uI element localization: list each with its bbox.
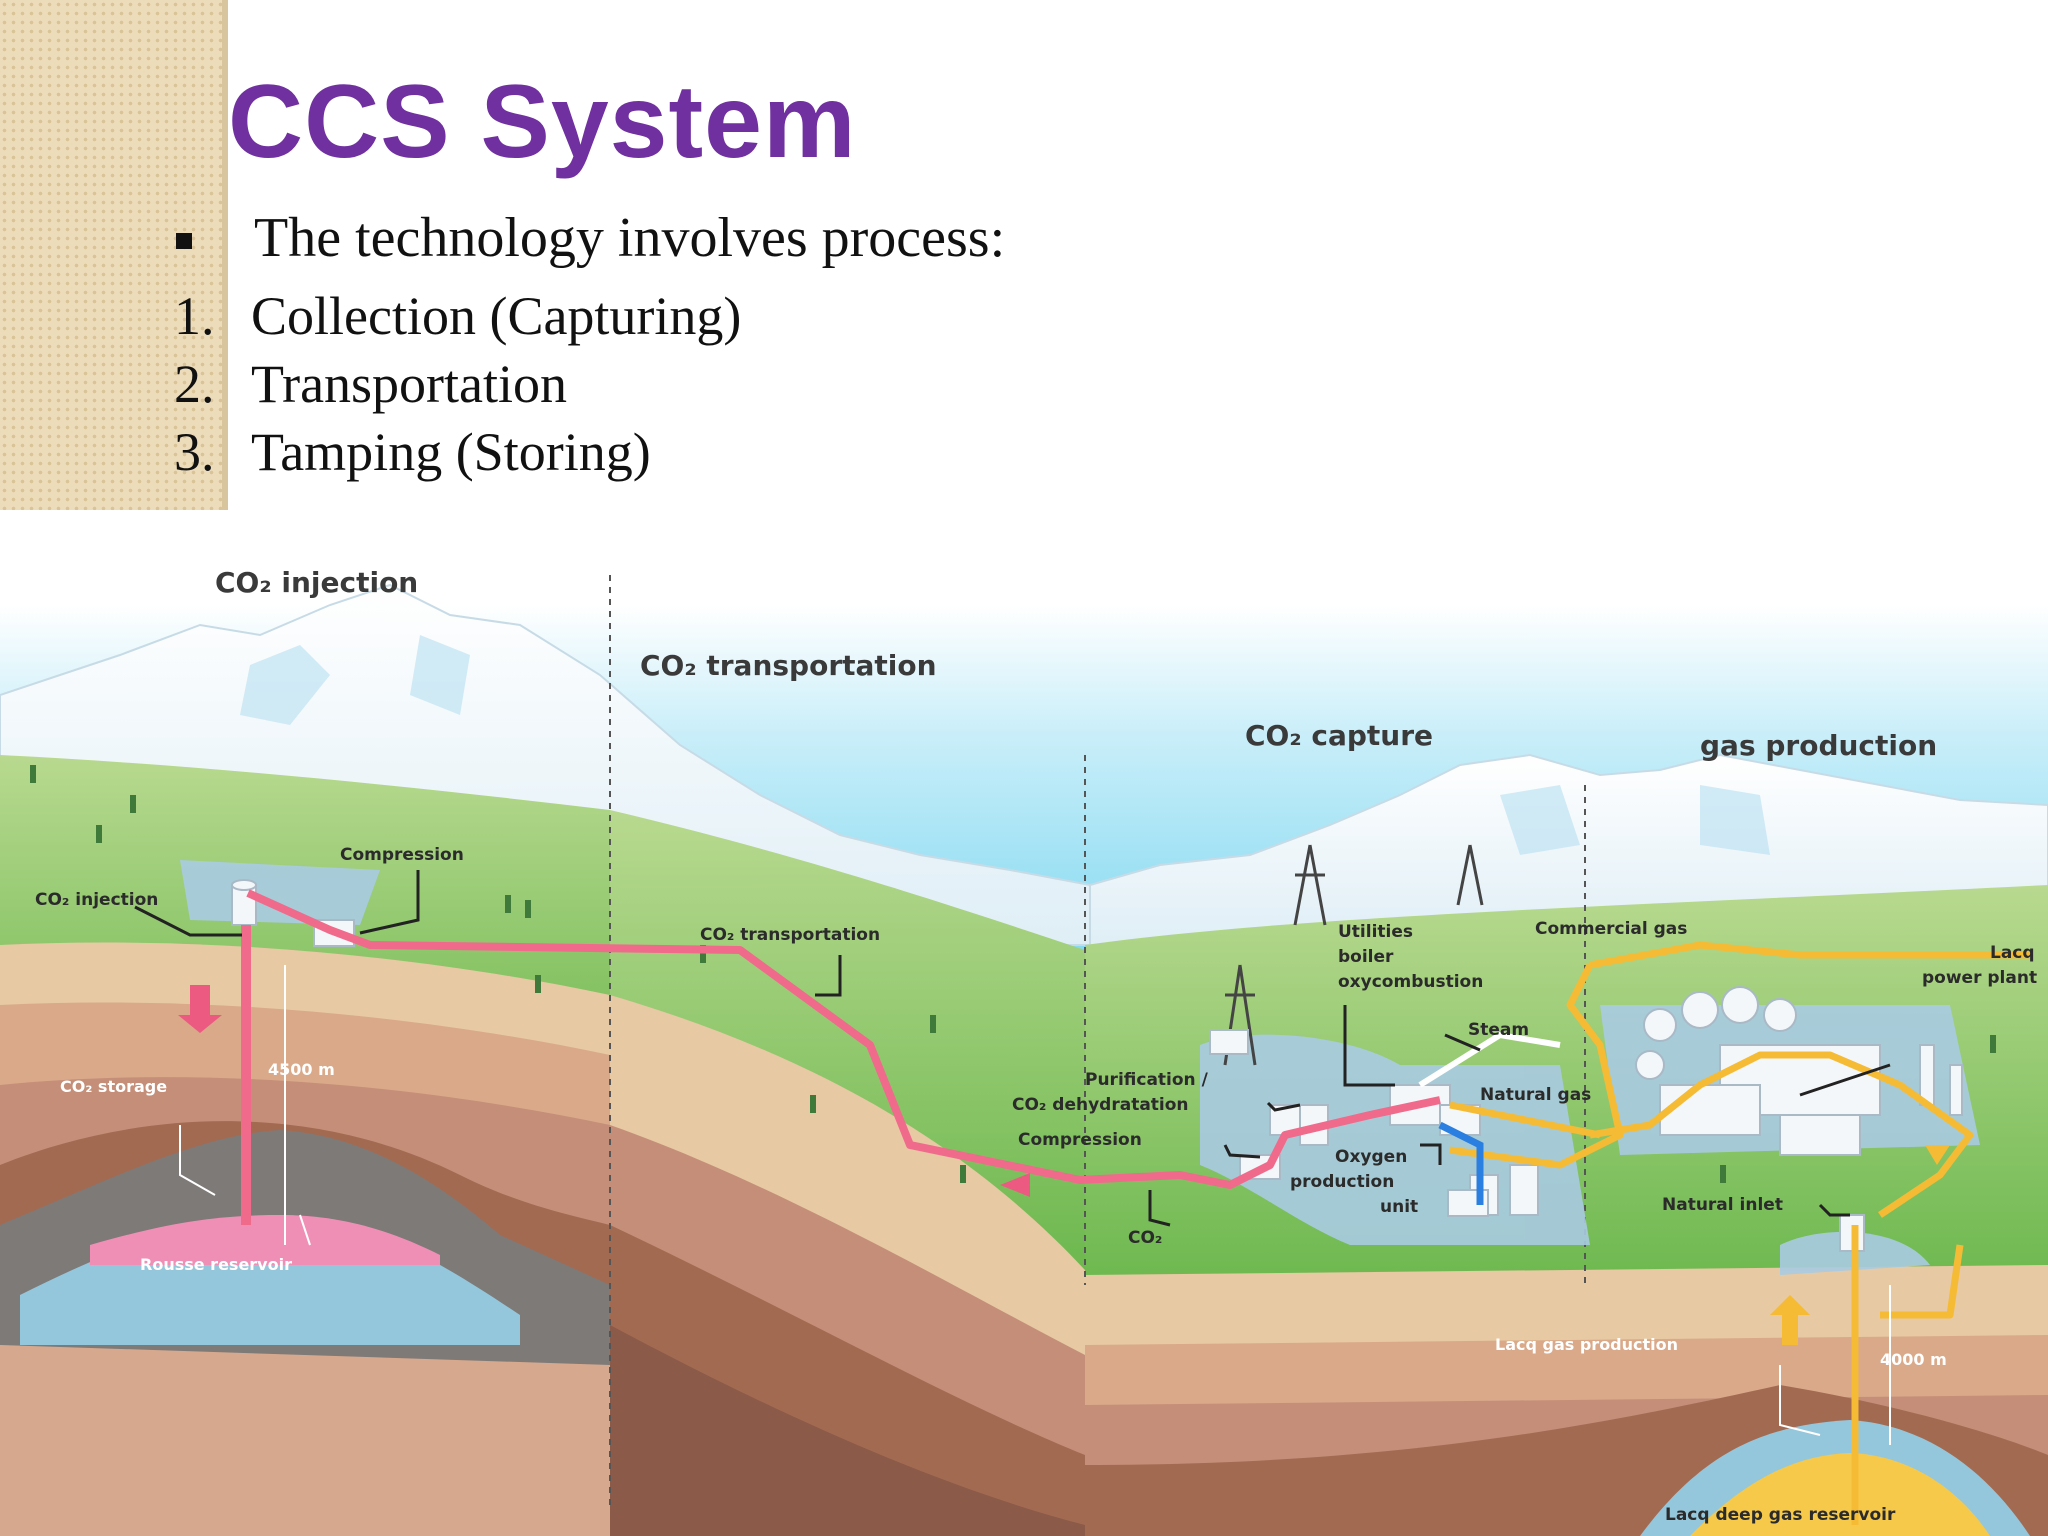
list-item: 2. Transportation xyxy=(174,350,741,418)
oxygen-pipe xyxy=(1438,1121,1484,1205)
label-utilities: Utilities xyxy=(1338,922,1413,942)
label-compression-left: Compression xyxy=(340,845,464,865)
co2-flow-arrow xyxy=(1000,1173,1030,1197)
section-label-transportation: CO₂ transportation xyxy=(640,649,937,682)
label-co2-transportation: CO₂ transportation xyxy=(700,925,880,945)
steam-pipe xyxy=(1418,1031,1561,1088)
depth-markers xyxy=(179,965,1891,1445)
step-number: 1. xyxy=(174,286,215,346)
step-number: 2. xyxy=(174,354,215,414)
section-label-capture: CO₂ capture xyxy=(1245,719,1433,752)
step-label: Tamping (Storing) xyxy=(251,422,651,482)
label-compression-right: Compression xyxy=(1018,1130,1142,1150)
co2-down-arrow xyxy=(178,985,222,1033)
label-purification: Purification / xyxy=(1085,1070,1209,1090)
earth-layers-middle xyxy=(610,810,1085,1536)
label-natural-inlet: Natural inlet xyxy=(1662,1195,1783,1215)
co2-pipeline xyxy=(246,889,1441,1189)
label-lacq-deep-reservoir: Lacq deep gas reservoir xyxy=(1665,1505,1896,1525)
earth-layers-right xyxy=(1085,885,2048,1536)
label-dehydration: CO₂ dehydratation xyxy=(1012,1095,1189,1115)
label-boiler: boiler xyxy=(1338,947,1394,967)
ccs-diagram: CO₂ injection CO₂ transportation CO₂ cap… xyxy=(0,566,2048,1536)
earth-layers-left xyxy=(0,755,610,1536)
gas-up-arrow xyxy=(1770,1295,1810,1345)
slide-title: CCS System xyxy=(228,64,857,180)
label-commercial-gas: Commercial gas xyxy=(1535,919,1687,939)
step-label: Collection (Capturing) xyxy=(251,286,742,346)
label-depth-right: 4000 m xyxy=(1880,1350,1947,1369)
mountain-shading xyxy=(240,635,1770,855)
label-unit: unit xyxy=(1380,1197,1418,1217)
decorative-side-panel xyxy=(0,0,228,510)
gas-pipelines xyxy=(1449,941,2030,1525)
tree-icons xyxy=(30,765,1996,1183)
label-production: production xyxy=(1290,1172,1394,1192)
label-rousse-reservoir: Rousse reservoir xyxy=(140,1255,292,1274)
list-item: 1. Collection (Capturing) xyxy=(174,282,741,350)
section-label-injection: CO₂ injection xyxy=(215,566,418,599)
gas-flow-arrow xyxy=(1925,1145,1950,1165)
injection-wellhead xyxy=(231,879,257,926)
label-oxycombustion: oxycombustion xyxy=(1338,972,1483,992)
label-lacq: Lacq xyxy=(1990,943,2035,963)
label-depth-left: 4500 m xyxy=(268,1060,335,1079)
label-natural-gas: Natural gas xyxy=(1480,1085,1591,1105)
step-number: 3. xyxy=(174,422,215,482)
list-item: 3. Tamping (Storing) xyxy=(174,418,741,486)
label-power-plant: power plant xyxy=(1922,968,2037,988)
side-panel-edge xyxy=(222,0,228,510)
label-lacq-gas-production: Lacq gas production xyxy=(1495,1335,1678,1354)
label-steam: Steam xyxy=(1468,1020,1529,1040)
leader-lines xyxy=(134,870,1891,1227)
label-co2: CO₂ xyxy=(1128,1228,1162,1248)
bullet-text: The technology involves process: xyxy=(254,207,1006,269)
bullet-intro: The technology involves process: xyxy=(176,210,1005,266)
process-steps-list: 1. Collection (Capturing) 2. Transportatio… xyxy=(174,282,741,486)
label-co2-injection: CO₂ injection xyxy=(35,890,158,910)
label-oxygen: Oxygen xyxy=(1335,1147,1407,1167)
square-bullet-icon xyxy=(176,233,192,249)
section-label-gas-production: gas production xyxy=(1700,729,1937,762)
label-co2-storage: CO₂ storage xyxy=(60,1077,167,1096)
step-label: Transportation xyxy=(251,354,568,414)
